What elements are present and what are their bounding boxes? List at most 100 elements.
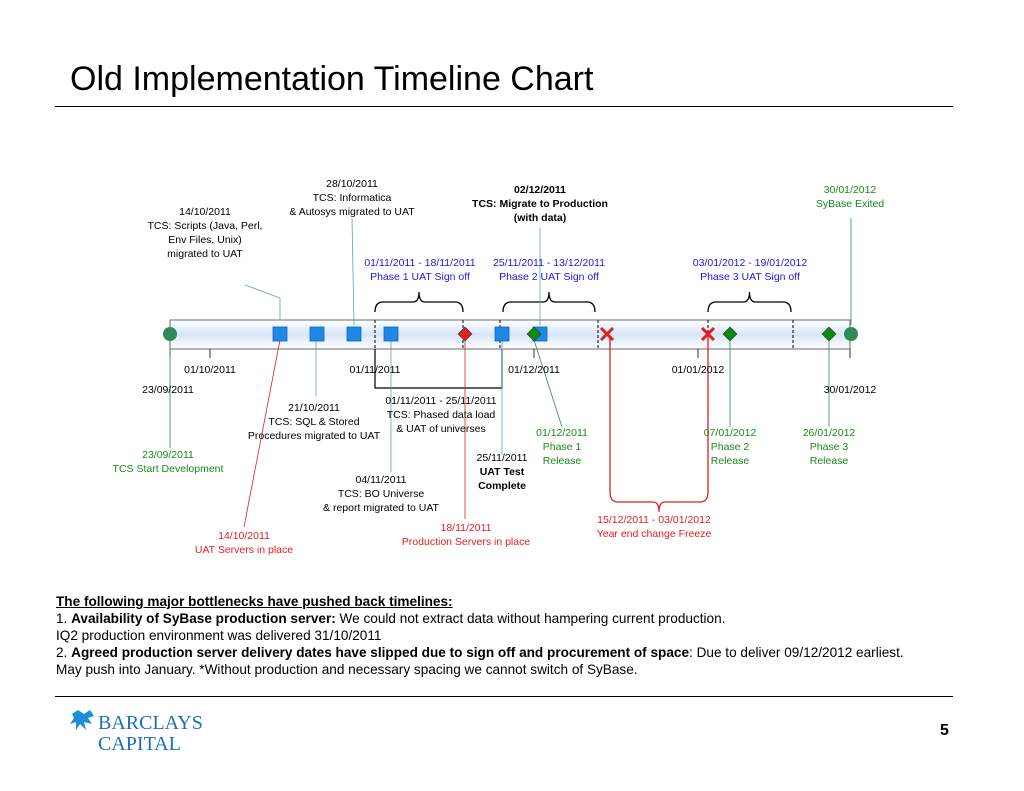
milestone-square-marker [346, 326, 362, 342]
milestone-square-marker [383, 326, 399, 342]
logo-line-1: BARCLAYS [98, 712, 203, 734]
freeze-start-cross-marker [599, 326, 615, 342]
title-rule [55, 106, 953, 107]
milestone-square-marker [309, 326, 325, 342]
phase1-signoff-line: Phase 1 UAT Sign off [370, 271, 470, 283]
phase1-brace [374, 291, 464, 313]
informatica-uat-line: TCS: Informatica [313, 192, 392, 204]
uat-servers-line: 14/10/2011 [218, 530, 270, 542]
phase3-release-line: Phase 3 [810, 441, 849, 453]
phase2-release-line: Phase 2 [711, 441, 750, 453]
phase2-release-line: Release [711, 455, 750, 467]
migrate-production-line: (with data) [514, 212, 567, 224]
production-servers-line: Production Servers in place [402, 536, 531, 548]
bottleneck-1-text: We could not extract data without hamper… [335, 611, 726, 626]
barclays-capital-logo: BARCLAYS CAPITAL [70, 710, 203, 755]
start-development-line: 23/09/2011 [142, 449, 194, 461]
informatica-connector [351, 217, 355, 326]
page-title: Old Implementation Timeline Chart [70, 60, 594, 98]
footer-rule [55, 696, 953, 697]
phase3-signoff-line: Phase 3 UAT Sign off [700, 271, 800, 283]
page-number: 5 [940, 722, 949, 739]
bo-universe-line: TCS: BO Universe [338, 488, 425, 500]
uat-test-complete-line: 25/11/2011 [477, 452, 528, 464]
freeze-brace [609, 491, 709, 513]
phase2-brace [502, 291, 596, 313]
phase2-release-diamond-marker [722, 326, 738, 342]
bottleneck-1-title: Availability of SyBase production server… [71, 611, 336, 626]
sybase-exited-line: SyBase Exited [816, 198, 884, 210]
bottlenecks-section: The following major bottlenecks have pus… [56, 593, 976, 678]
phase3-signoff-line: 03/01/2012 - 19/01/2012 [693, 257, 808, 269]
scripts-connector [244, 284, 281, 320]
phase2-release-line: 07/01/2012 [704, 427, 757, 439]
phase1-signoff-line: 01/11/2011 - 18/11/2011 [364, 257, 475, 269]
eagle-icon [70, 710, 94, 730]
month-tick-label: 01/12/2011 [508, 364, 560, 376]
informatica-uat-line: & Autosys migrated to UAT [289, 206, 415, 218]
month-tick-label: 01/11/2011 [350, 364, 401, 376]
timeline-start-label: 23/09/2011 [142, 384, 194, 396]
cross-stroke [700, 326, 716, 342]
phase1-release-line: Release [543, 455, 582, 467]
cross-stroke [599, 326, 615, 342]
phase3-release-diamond-marker [821, 326, 837, 342]
bottleneck-item-2: 2. Agreed production server delivery dat… [56, 644, 976, 661]
scripts-uat-line: migrated to UAT [167, 248, 243, 260]
prod-servers-diamond-marker [457, 326, 473, 342]
year-end-freeze-line: 15/12/2011 - 03/01/2012 [597, 514, 711, 526]
phase1-release-line: Phase 1 [543, 441, 582, 453]
uat-test-complete-line: UAT Test [480, 466, 525, 478]
bo-universe-line: 04/11/2011 [356, 474, 407, 486]
scripts-uat-line: Env Files, Unix) [168, 234, 242, 246]
bo-universe-line: & report migrated to UAT [323, 502, 440, 514]
milestone-square-marker [272, 326, 288, 342]
informatica-uat-line: 28/10/2011 [326, 178, 378, 190]
phase3-release-line: 26/01/2012 [803, 427, 856, 439]
migrate-production-line: 02/12/2011 [514, 184, 566, 196]
timeline-end-label: 30/01/2012 [824, 384, 877, 396]
phased-data-load-line: & UAT of universes [396, 423, 485, 435]
phased-data-load-line: 01/11/2011 - 25/11/2011 [385, 395, 496, 407]
end-marker [844, 327, 858, 341]
production-servers-line: 18/11/2011 [441, 522, 492, 534]
start-marker [163, 327, 177, 341]
sql-stored-line: 21/10/2011 [288, 402, 340, 414]
month-tick-label: 01/10/2011 [184, 364, 236, 376]
bottleneck-1-detail: IQ2 production environment was delivered… [56, 628, 382, 643]
timeline-bar [169, 319, 851, 350]
phase3-brace [707, 291, 792, 313]
bottleneck-1-number: 1. [56, 611, 72, 626]
bottleneck-2-detail: May push into January. *Without producti… [56, 662, 638, 677]
bottleneck-2-text: : Due to deliver 09/12/2012 earliest. [689, 645, 904, 660]
phase3-release-line: Release [810, 455, 849, 467]
phased-data-load-line: TCS: Phased data load [387, 409, 496, 421]
bottleneck-item-1: 1. Availability of SyBase production ser… [56, 610, 976, 627]
phase1-release-line: 01/12/2011 [536, 427, 588, 439]
phase2-signoff-line: 25/11/2011 - 13/12/2011 [493, 257, 605, 269]
phase1-release-diamond-marker [526, 326, 542, 342]
scripts-uat-line: TCS: Scripts (Java, Perl, [148, 220, 263, 232]
sybase-exited-line: 30/01/2012 [824, 184, 877, 196]
sql-stored-line: TCS: SQL & Stored [268, 416, 359, 428]
start-development-line: TCS Start Development [113, 463, 224, 475]
uat-servers-line: UAT Servers in place [195, 544, 293, 556]
phase2-signoff-line: Phase 2 UAT Sign off [499, 271, 599, 283]
sql-stored-line: Procedures migrated to UAT [248, 430, 381, 442]
phase1-release-connector [533, 339, 563, 428]
